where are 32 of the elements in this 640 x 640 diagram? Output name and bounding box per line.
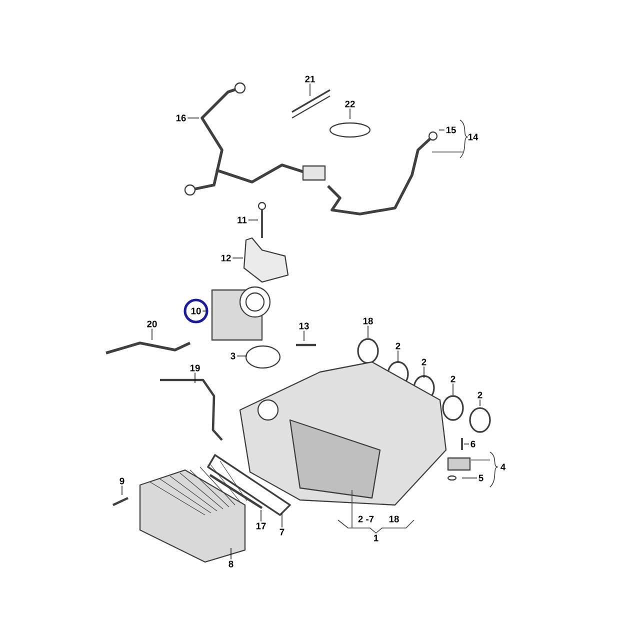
callout-number: 14 xyxy=(468,134,478,140)
callout-number: 3 xyxy=(230,352,236,360)
callout-number: 7 xyxy=(280,528,284,536)
callout-number: 6 xyxy=(470,440,476,448)
callout-number: 16 xyxy=(176,114,186,122)
leader-line xyxy=(202,310,208,312)
leader-line xyxy=(230,548,232,560)
callout-number: 10 xyxy=(191,308,201,314)
callout-number: 13 xyxy=(299,322,309,330)
leader-line xyxy=(452,383,454,396)
callout-number: 2 xyxy=(396,342,400,350)
callout-number: 5 xyxy=(478,474,484,482)
callout-number: 22 xyxy=(345,100,355,108)
callout-number: 8 xyxy=(228,560,234,568)
callout-number: 20 xyxy=(147,320,157,328)
callout-number: 1 xyxy=(374,534,378,542)
callout-number: 2 -7 xyxy=(358,516,374,522)
callout-number: 15 xyxy=(446,126,456,134)
callout-number: 2 xyxy=(422,358,426,366)
callout-number: 18 xyxy=(363,318,373,324)
callout-number: 12 xyxy=(221,254,231,262)
callout-number: 4 xyxy=(500,464,506,470)
callout-number: 11 xyxy=(238,216,247,224)
callout-number: 17 xyxy=(256,522,266,530)
callout-number: 21 xyxy=(305,76,315,82)
leader-line xyxy=(260,510,262,522)
leader-line xyxy=(194,372,196,384)
callout-number: 9 xyxy=(120,478,124,484)
callout-number: 19 xyxy=(190,364,200,372)
callout-number: 2 xyxy=(478,392,482,398)
callout-number: 2 xyxy=(450,376,456,382)
callout-number: 18 xyxy=(389,516,399,522)
